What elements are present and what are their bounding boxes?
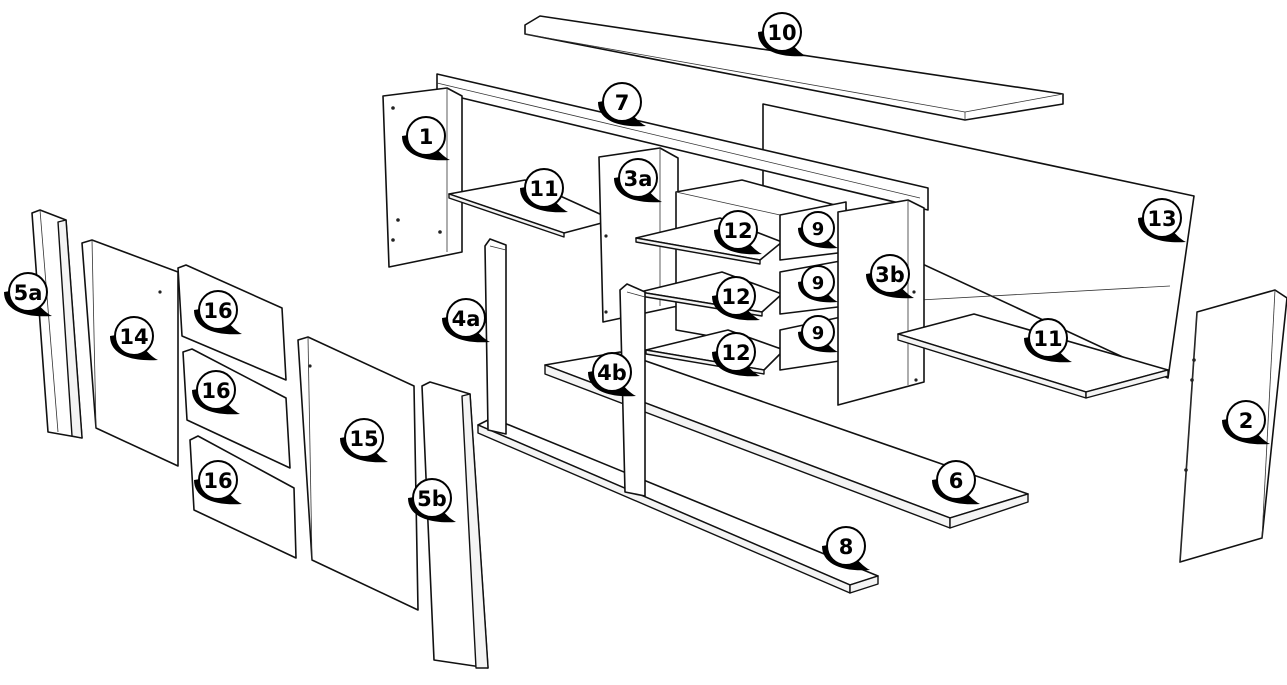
tag-part-11-right: 11 (1024, 318, 1072, 363)
tag-text-12-a: 12 (723, 219, 752, 243)
door-panel-15 (297, 336, 419, 611)
tag-part-9-c: 9 (798, 315, 838, 353)
part-labels: 10 7 1 11 3a 12 12 (4, 12, 1270, 571)
tag-part-15: 15 (340, 418, 388, 463)
tag-part-10: 10 (758, 12, 806, 57)
divider-panel-3b (837, 199, 925, 406)
tag-text-2: 2 (1239, 409, 1254, 433)
tag-text-3b: 3b (875, 263, 905, 287)
tag-text-16-b: 16 (201, 379, 230, 403)
tag-text-16-a: 16 (203, 299, 232, 323)
tag-text-3a: 3a (624, 167, 653, 191)
bottom-panel-6 (544, 351, 1029, 529)
tag-part-2: 2 (1222, 400, 1270, 445)
tag-text-1: 1 (419, 125, 434, 149)
tag-text-6: 6 (949, 469, 964, 493)
tag-part-12-c: 12 (712, 332, 760, 377)
tag-part-11-left: 11 (520, 168, 568, 213)
tag-text-4a: 4a (452, 307, 481, 331)
tag-part-3a: 3a (614, 158, 662, 203)
tag-text-11-right: 11 (1033, 327, 1062, 351)
tag-part-9-b: 9 (798, 265, 838, 303)
tag-part-7: 7 (598, 82, 646, 127)
tag-part-13: 13 (1138, 198, 1186, 243)
tag-text-7: 7 (615, 91, 630, 115)
tag-part-16-b: 16 (192, 370, 240, 415)
top-rail-7 (436, 73, 929, 211)
tag-part-12-b: 12 (712, 276, 760, 321)
tag-part-16-a: 16 (194, 290, 242, 335)
tag-text-5a: 5a (14, 281, 43, 305)
tag-text-15: 15 (349, 427, 378, 451)
tag-part-12-a: 12 (714, 210, 762, 255)
tag-text-14: 14 (119, 325, 148, 349)
tag-text-5b: 5b (417, 487, 447, 511)
tag-text-9-c: 9 (812, 323, 825, 344)
tag-part-9-a: 9 (798, 211, 838, 249)
tag-part-6: 6 (932, 460, 980, 505)
tag-text-12-b: 12 (721, 285, 750, 309)
tag-text-9-a: 9 (812, 219, 825, 240)
tag-part-3b: 3b (866, 254, 914, 299)
tag-part-1: 1 (402, 116, 450, 161)
tag-text-16-c: 16 (203, 469, 232, 493)
tag-text-12-c: 12 (721, 341, 750, 365)
tag-part-4a: 4a (442, 298, 490, 343)
tag-part-5a: 5a (4, 272, 52, 317)
tag-part-14: 14 (110, 316, 158, 361)
tag-text-10: 10 (767, 21, 796, 45)
tag-text-8: 8 (839, 535, 854, 559)
tag-text-9-b: 9 (812, 273, 825, 294)
side-strip-5b (421, 381, 489, 669)
tag-part-16-c: 16 (194, 460, 242, 505)
tag-text-13: 13 (1147, 207, 1176, 231)
tag-text-11-left: 11 (529, 177, 558, 201)
tag-part-4b: 4b (588, 352, 636, 397)
post-4a (484, 238, 507, 435)
side-strip-5a (31, 209, 83, 439)
tag-part-8: 8 (822, 526, 870, 571)
side-panel-1 (382, 87, 463, 268)
tag-text-4b: 4b (597, 361, 627, 385)
tag-part-5b: 5b (408, 478, 456, 523)
top-panel-10 (524, 15, 1064, 121)
post-4b (619, 283, 646, 497)
